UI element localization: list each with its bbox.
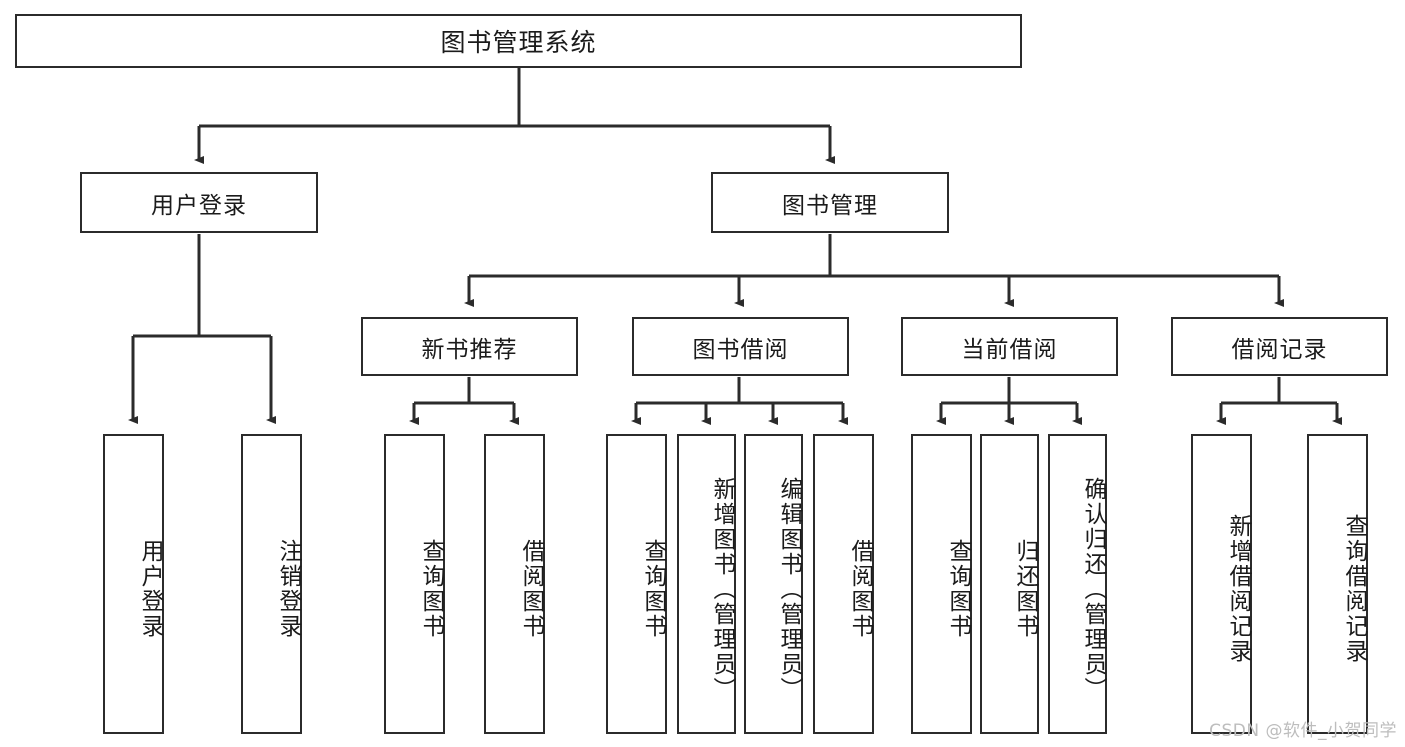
node-new-book-recommend[interactable]: 新书推荐 [361, 317, 578, 376]
leaf-label: 借阅图书 [847, 539, 873, 639]
leaf-label: 查询借阅记录 [1341, 514, 1367, 664]
leaf-label: 归还图书 [1012, 539, 1038, 639]
leaf-return-book[interactable]: 归还图书 [980, 434, 1039, 734]
node-book-manage[interactable]: 图书管理 [711, 172, 949, 233]
leaf-label: 确认归还（管理员） [1080, 476, 1106, 702]
leaf-edit-book[interactable]: 编辑图书（管理员） [744, 434, 803, 734]
leaf-label: 用户登录 [137, 539, 163, 639]
node-borrow-record[interactable]: 借阅记录 [1171, 317, 1388, 376]
leaf-confirm-return[interactable]: 确认归还（管理员） [1048, 434, 1107, 734]
node-current-borrow[interactable]: 当前借阅 [901, 317, 1118, 376]
leaf-query-book-1[interactable]: 查询图书 [384, 434, 445, 734]
leaf-label: 查询图书 [945, 539, 971, 639]
leaf-label: 编辑图书（管理员） [776, 476, 802, 702]
leaf-logout[interactable]: 注销登录 [241, 434, 302, 734]
leaf-label: 查询图书 [640, 539, 666, 639]
leaf-label: 注销登录 [275, 539, 301, 639]
leaf-label: 新增图书（管理员） [709, 476, 735, 702]
node-book-borrow[interactable]: 图书借阅 [632, 317, 849, 376]
leaf-label: 新增借阅记录 [1225, 514, 1251, 664]
leaf-add-book[interactable]: 新增图书（管理员） [677, 434, 736, 734]
leaf-query-book-3[interactable]: 查询图书 [911, 434, 972, 734]
leaf-label: 查询图书 [418, 539, 444, 639]
node-user-login[interactable]: 用户登录 [80, 172, 318, 233]
leaf-query-book-2[interactable]: 查询图书 [606, 434, 667, 734]
csdn-watermark: CSDN @软件_小贺同学 [1209, 721, 1397, 741]
leaf-query-record[interactable]: 查询借阅记录 [1307, 434, 1368, 734]
leaf-user-login[interactable]: 用户登录 [103, 434, 164, 734]
node-root-system[interactable]: 图书管理系统 [15, 14, 1022, 68]
leaf-borrow-book-2[interactable]: 借阅图书 [813, 434, 874, 734]
leaf-borrow-book-1[interactable]: 借阅图书 [484, 434, 545, 734]
leaf-add-record[interactable]: 新增借阅记录 [1191, 434, 1252, 734]
leaf-label: 借阅图书 [518, 539, 544, 639]
